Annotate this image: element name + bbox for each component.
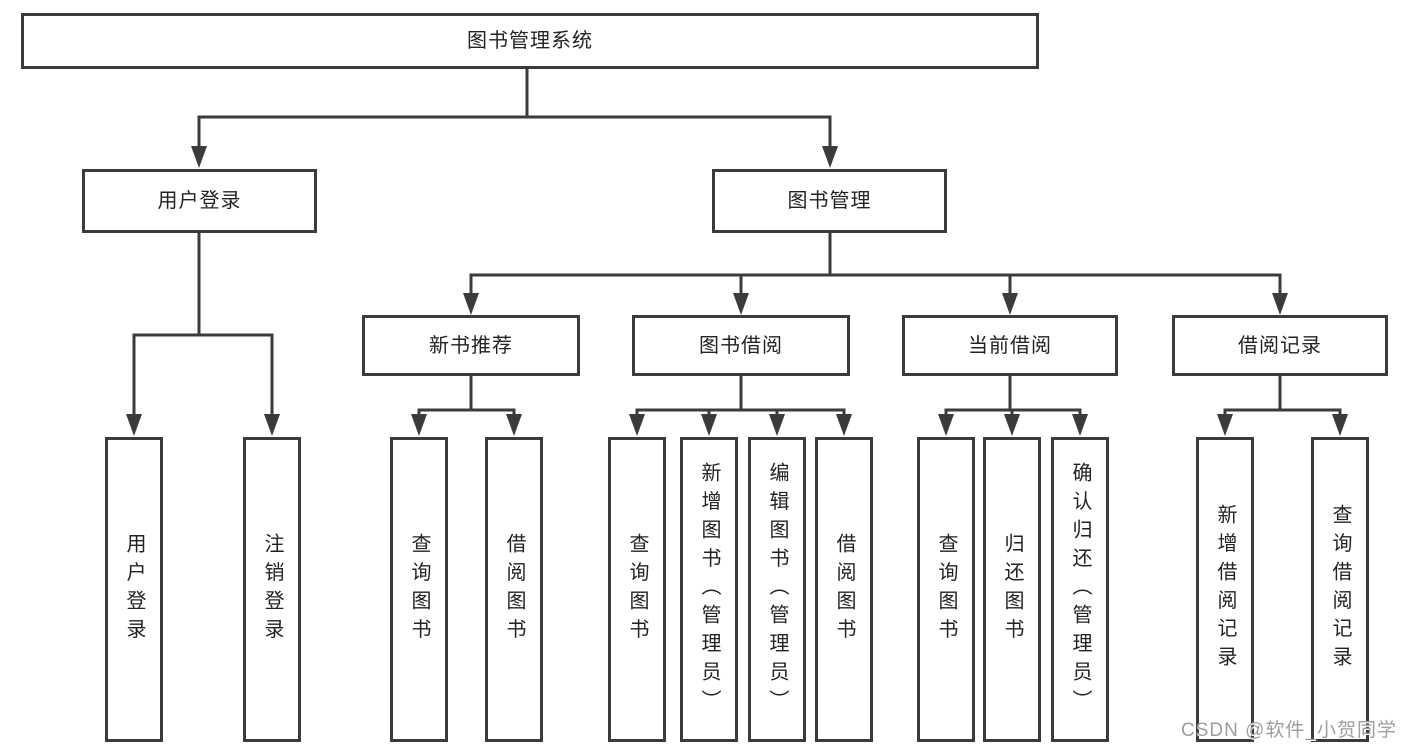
node-label: 查询图书 <box>935 532 957 647</box>
node-borrowing-records: 借阅记录 <box>1172 315 1388 376</box>
node-label: 查询借阅记录 <box>1329 504 1351 675</box>
node-label: 新增图书（管理员） <box>698 461 720 718</box>
node-library-management-system: 图书管理系统 <box>21 13 1039 69</box>
connector-borrow-records-branch <box>1217 374 1348 436</box>
node-label: 编辑图书（管理员） <box>766 461 788 718</box>
node-label: 借阅图书 <box>833 532 855 647</box>
node-leaf-add-borrow-record: 新增借阅记录 <box>1196 437 1254 742</box>
node-leaf-borrow-books-newrec: 借阅图书 <box>485 437 543 742</box>
node-label: 图书借阅 <box>699 334 783 357</box>
node-label: 归还图书 <box>1001 532 1023 647</box>
node-label: 新增借阅记录 <box>1214 504 1236 675</box>
node-label: 注销登录 <box>261 532 283 647</box>
node-leaf-edit-books-admin: 编辑图书（管理员） <box>748 437 806 742</box>
connector-user-login-branch <box>126 231 280 436</box>
node-label: 借阅图书 <box>503 532 525 647</box>
node-leaf-borrow-books-borrow: 借阅图书 <box>815 437 873 742</box>
node-book-borrowing: 图书借阅 <box>632 315 850 376</box>
node-book-management: 图书管理 <box>712 169 947 233</box>
node-leaf-query-books-newrec: 查询图书 <box>390 437 448 742</box>
node-leaf-logout: 注销登录 <box>243 437 301 742</box>
connector-book-management-branch <box>463 231 1288 315</box>
node-label: 新书推荐 <box>429 334 513 357</box>
node-current-borrowing: 当前借阅 <box>902 315 1118 376</box>
connector-new-book-branch <box>411 374 522 436</box>
node-label: 确认归还（管理员） <box>1069 461 1091 718</box>
node-user-login: 用户登录 <box>82 169 317 233</box>
node-leaf-return-books: 归还图书 <box>983 437 1041 742</box>
connector-book-borrow-branch <box>629 374 852 436</box>
watermark-csdn: CSDN @软件_小贺同学 <box>1181 720 1397 741</box>
node-new-book-recommendation: 新书推荐 <box>362 315 580 376</box>
node-label: 图书管理系统 <box>467 30 593 52</box>
node-leaf-user-login: 用户登录 <box>105 437 163 742</box>
node-leaf-query-borrow-record: 查询借阅记录 <box>1311 437 1369 742</box>
node-label: 用户登录 <box>123 532 145 647</box>
node-leaf-confirm-return-admin: 确认归还（管理员） <box>1051 437 1109 742</box>
node-label: 用户登录 <box>157 190 242 212</box>
connector-current-borrow-branch <box>938 374 1088 436</box>
node-label: 借阅记录 <box>1238 334 1322 357</box>
connector-root-branch <box>191 67 838 168</box>
node-label: 查询图书 <box>408 532 430 647</box>
node-leaf-add-books-admin: 新增图书（管理员） <box>680 437 738 742</box>
node-label: 查询图书 <box>626 532 648 647</box>
node-leaf-query-books-current: 查询图书 <box>917 437 975 742</box>
node-label: 当前借阅 <box>968 334 1052 357</box>
node-label: 图书管理 <box>787 190 872 212</box>
node-leaf-query-books-borrow: 查询图书 <box>608 437 666 742</box>
